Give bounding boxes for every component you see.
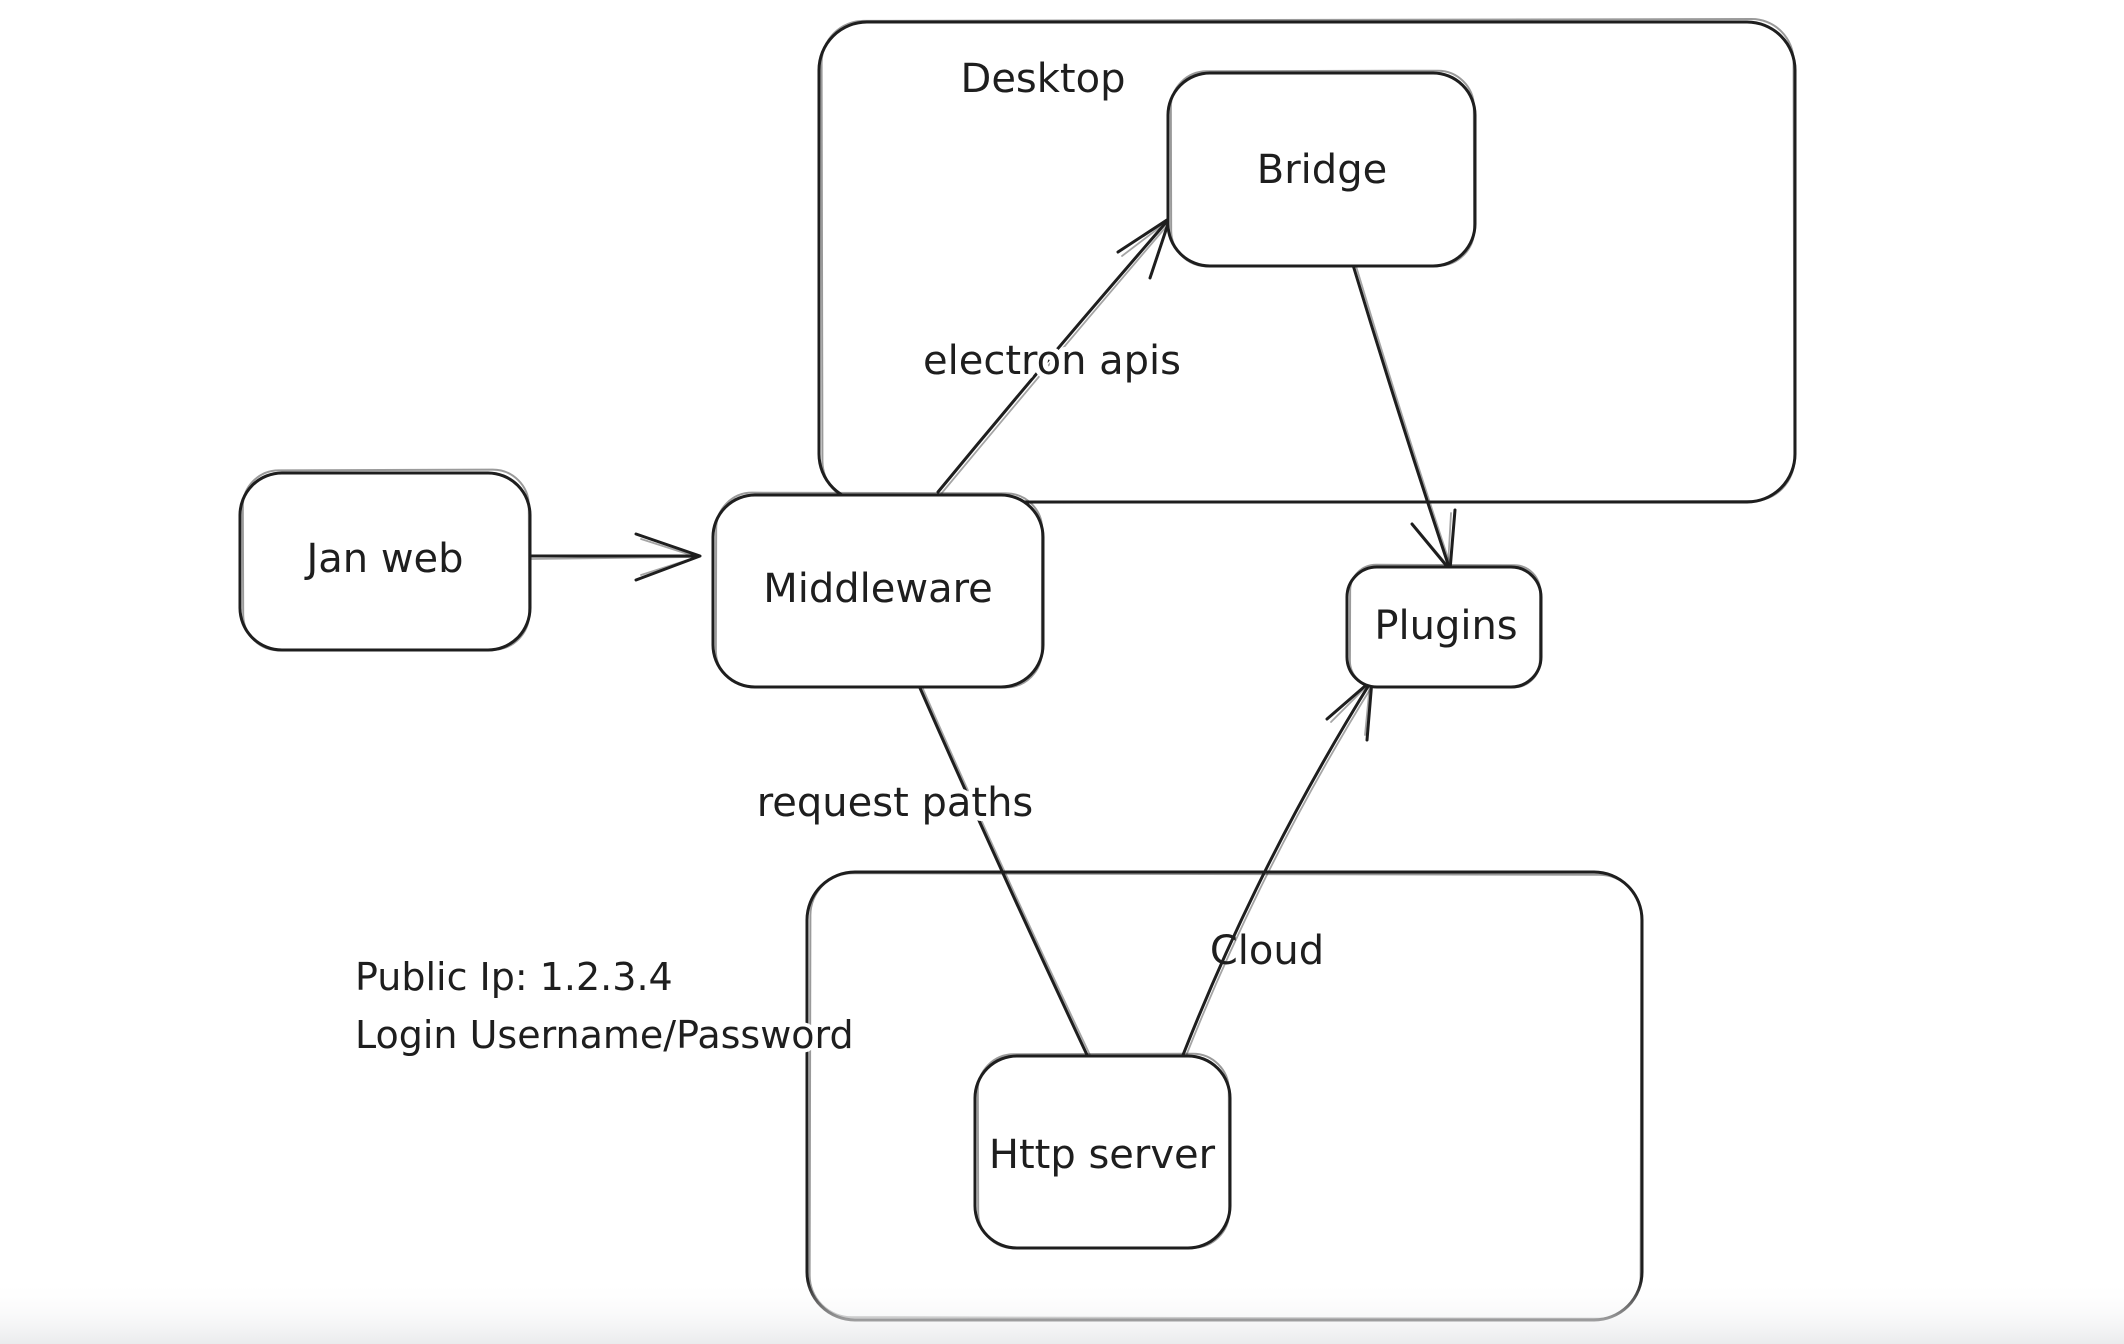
annotation-login[interactable]: Login Username/Password bbox=[351, 1009, 858, 1061]
http-server-label[interactable]: Http server bbox=[989, 1132, 1216, 1178]
edge-label-electron-apis[interactable]: electron apis bbox=[918, 333, 1186, 389]
line-middleware-to-httpserver[interactable] bbox=[918, 686, 1091, 1059]
desktop-container-label[interactable]: Desktop bbox=[961, 56, 1126, 102]
bridge-label[interactable]: Bridge bbox=[1257, 147, 1387, 193]
node-middleware[interactable]: Middleware bbox=[711, 491, 1045, 689]
node-plugins[interactable]: Plugins bbox=[1345, 563, 1543, 689]
plugins-label[interactable]: Plugins bbox=[1374, 603, 1517, 649]
jan-web-label[interactable]: Jan web bbox=[303, 536, 463, 582]
arrow-httpserver-to-plugins[interactable] bbox=[1181, 678, 1375, 1057]
cloud-container-label[interactable]: Cloud bbox=[1210, 928, 1324, 974]
annotation-public-ip[interactable]: Public Ip: 1.2.3.4 bbox=[351, 951, 677, 1003]
edge-label-request-paths[interactable]: request paths bbox=[752, 775, 1039, 831]
arrowhead-middleware bbox=[634, 532, 702, 582]
node-bridge[interactable]: Bridge bbox=[1166, 69, 1477, 268]
bottom-fade-strip bbox=[0, 1280, 2124, 1344]
node-http-server[interactable]: Http server bbox=[973, 1052, 1232, 1250]
middleware-label[interactable]: Middleware bbox=[763, 566, 993, 612]
arrow-bridge-to-plugins[interactable] bbox=[1351, 263, 1457, 572]
arrow-janweb-to-middleware[interactable] bbox=[528, 532, 702, 582]
node-jan-web[interactable]: Jan web bbox=[238, 468, 532, 652]
annotation-credentials[interactable]: Public Ip: 1.2.3.4 Login Username/Passwo… bbox=[351, 951, 858, 1061]
